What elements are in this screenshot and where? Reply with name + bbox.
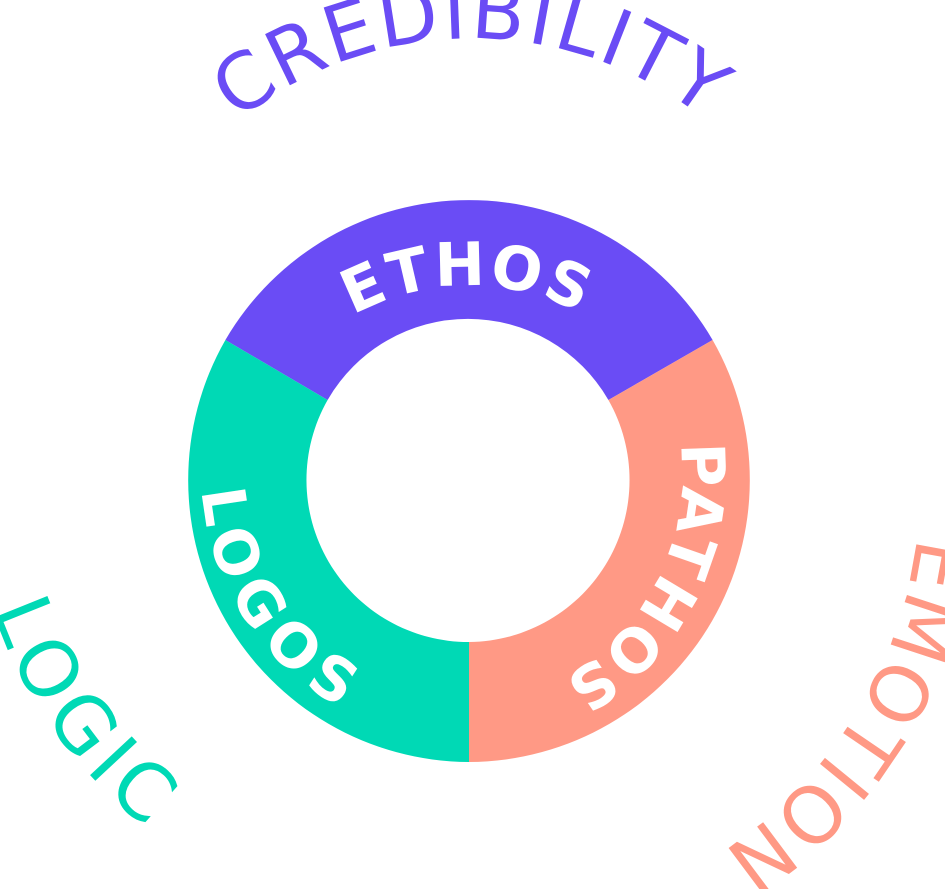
ethos-segment	[225, 200, 713, 400]
logic-label: LOGIC	[0, 584, 197, 846]
logos-segment	[188, 340, 469, 762]
credibility-label: CREDIBILITY	[196, 0, 748, 136]
pathos-segment	[469, 340, 750, 762]
emotion-label: EMOTION	[707, 534, 945, 889]
